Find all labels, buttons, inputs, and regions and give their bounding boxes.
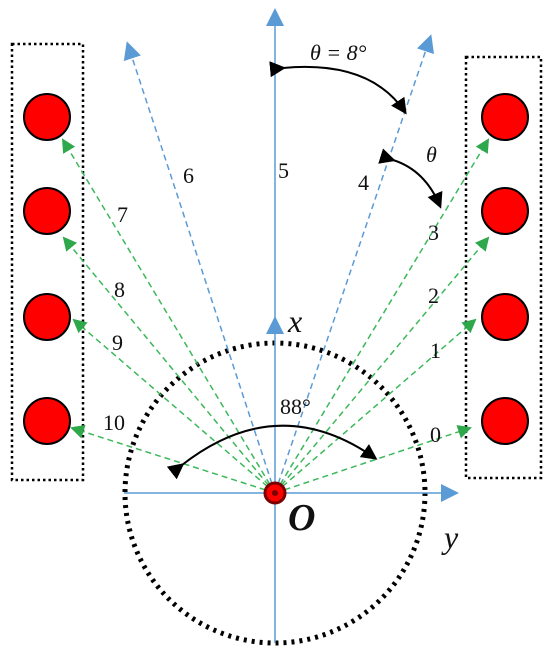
spread-angle-label: 88° xyxy=(280,394,311,419)
left-receiver-circle xyxy=(23,187,71,235)
left-receiver-circle xyxy=(23,93,71,141)
ray-label-1: 1 xyxy=(430,338,441,363)
left-receiver-circles xyxy=(23,93,71,445)
theta-arc xyxy=(378,148,443,209)
ray-4 xyxy=(274,34,435,494)
ray-label-6: 6 xyxy=(183,163,194,188)
ray-2 xyxy=(274,236,490,494)
ray-6 xyxy=(123,41,276,494)
ray-label-7: 7 xyxy=(117,202,128,227)
y-axis-label: y xyxy=(441,519,459,555)
x-axis-label: x xyxy=(287,303,302,339)
right-receiver-circle xyxy=(481,397,529,445)
left-receiver-box xyxy=(10,42,85,482)
spread-88-arc xyxy=(166,424,378,480)
theta-8-arc xyxy=(269,61,407,115)
theta-eq-label: θ = 8° xyxy=(310,40,367,65)
origin-dot-center xyxy=(272,490,278,496)
left-receiver-circle xyxy=(23,397,71,445)
right-receiver-circles xyxy=(481,93,529,445)
ray-8 xyxy=(62,236,276,494)
ray-label-5: 5 xyxy=(278,158,289,183)
ray-label-3: 3 xyxy=(428,220,439,245)
right-receiver-circle xyxy=(481,93,529,141)
ray-label-4: 4 xyxy=(358,170,369,195)
ray-7 xyxy=(61,138,276,494)
ray-label-0: 0 xyxy=(430,422,441,447)
ray-10 xyxy=(70,424,276,494)
origin-label: O xyxy=(288,497,315,539)
ray-label-group: 0 1 2 3 4 5 6 7 8 9 10 xyxy=(103,158,441,447)
ray-label-2: 2 xyxy=(428,283,439,308)
right-receiver-circle xyxy=(481,187,529,235)
ray-label-10: 10 xyxy=(103,410,125,435)
left-receiver-circle xyxy=(23,293,71,341)
ray-3 xyxy=(274,138,490,494)
right-receiver-box xyxy=(464,55,543,480)
ray-9 xyxy=(72,318,276,494)
ray-label-9: 9 xyxy=(112,330,123,355)
right-receiver-circle xyxy=(481,293,529,341)
theta-label: θ xyxy=(426,142,437,167)
ray-label-8: 8 xyxy=(114,277,125,302)
